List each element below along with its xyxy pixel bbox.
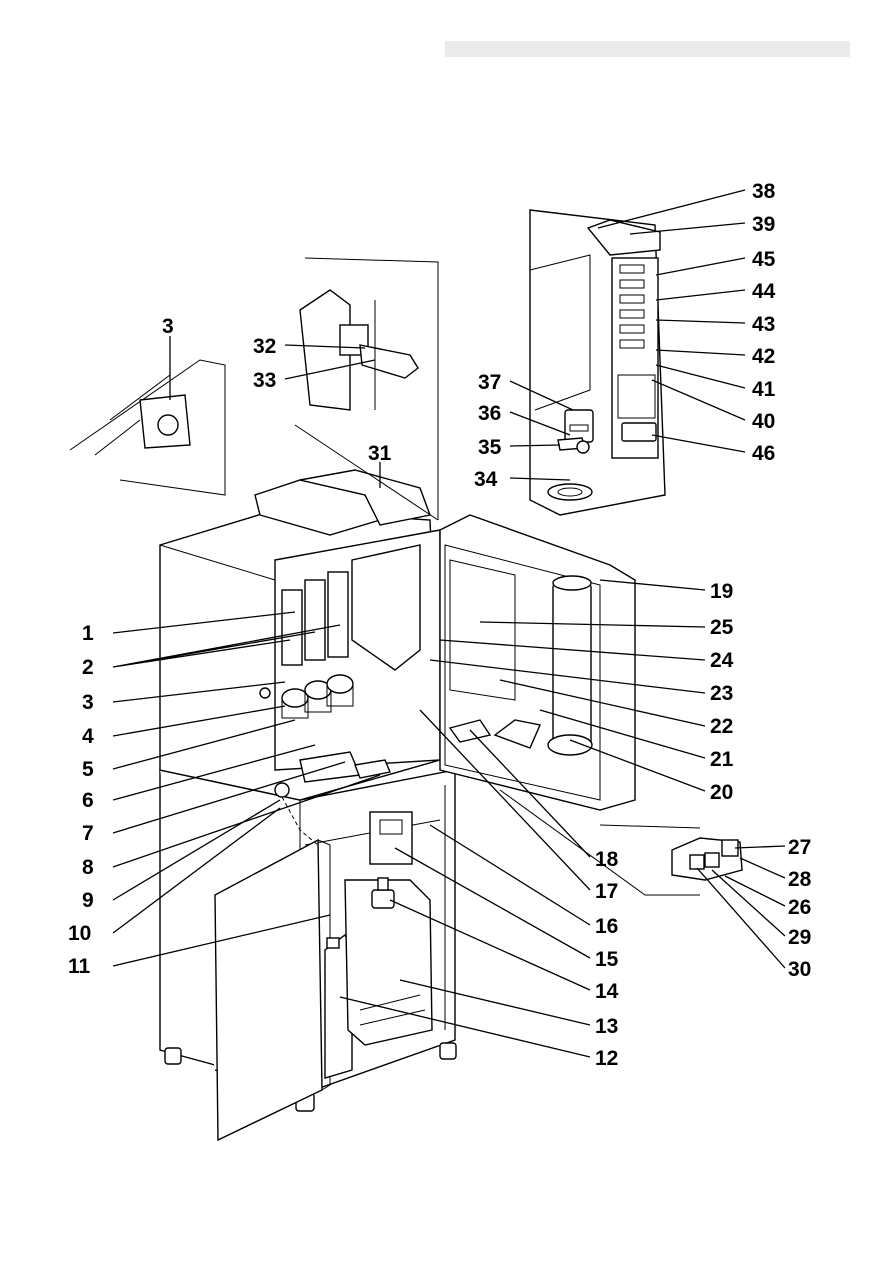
label-39: 39 xyxy=(752,213,775,236)
label-9: 9 xyxy=(82,889,94,912)
inset-slider xyxy=(294,257,439,521)
label-28: 28 xyxy=(788,868,812,891)
leader-lines xyxy=(112,189,786,1058)
label-6: 6 xyxy=(82,789,94,812)
callout-labels: 1 2 3 4 5 6 7 8 9 10 11 19 25 24 23 22 2… xyxy=(68,180,812,1070)
label-32: 32 xyxy=(253,335,276,358)
label-16: 16 xyxy=(595,915,618,938)
label-41: 41 xyxy=(752,378,776,401)
label-35: 35 xyxy=(478,436,502,459)
header-bar xyxy=(445,41,850,57)
label-23: 23 xyxy=(710,682,733,705)
label-24: 24 xyxy=(710,649,734,672)
label-29: 29 xyxy=(788,926,811,949)
label-14: 14 xyxy=(595,980,619,1003)
label-31: 31 xyxy=(368,442,392,465)
main-door xyxy=(439,514,636,811)
label-46: 46 xyxy=(752,442,775,465)
upper-body xyxy=(159,509,441,846)
label-36: 36 xyxy=(478,402,501,425)
label-5: 5 xyxy=(82,758,94,781)
label-17: 17 xyxy=(595,880,618,903)
label-22: 22 xyxy=(710,715,733,738)
label-1: 1 xyxy=(82,622,94,645)
label-18: 18 xyxy=(595,848,619,871)
label-43: 43 xyxy=(752,313,775,336)
label-26: 26 xyxy=(788,896,811,919)
label-3: 3 xyxy=(82,691,94,714)
label-42: 42 xyxy=(752,345,775,368)
label-40: 40 xyxy=(752,410,775,433)
label-27: 27 xyxy=(788,836,811,859)
label-7: 7 xyxy=(82,822,94,845)
lower-door xyxy=(214,838,331,1142)
label-15: 15 xyxy=(595,948,619,971)
label-45: 45 xyxy=(752,248,776,271)
label-4: 4 xyxy=(82,725,94,748)
door-exterior xyxy=(529,209,666,516)
inset-module xyxy=(499,789,743,896)
label-12: 12 xyxy=(595,1047,618,1070)
label-11: 11 xyxy=(68,955,91,978)
label-3-inset: 3 xyxy=(162,315,174,338)
label-2: 2 xyxy=(82,656,94,679)
label-19: 19 xyxy=(710,580,733,603)
label-30: 30 xyxy=(788,958,811,981)
inset-cam xyxy=(69,359,226,496)
label-21: 21 xyxy=(710,748,734,771)
label-8: 8 xyxy=(82,856,94,879)
label-33: 33 xyxy=(253,369,276,392)
label-25: 25 xyxy=(710,616,734,639)
label-20: 20 xyxy=(710,781,733,804)
label-38: 38 xyxy=(752,180,776,203)
label-13: 13 xyxy=(595,1015,618,1038)
label-37: 37 xyxy=(478,371,501,394)
label-10: 10 xyxy=(68,922,91,945)
label-44: 44 xyxy=(752,280,776,303)
label-34: 34 xyxy=(474,468,498,491)
